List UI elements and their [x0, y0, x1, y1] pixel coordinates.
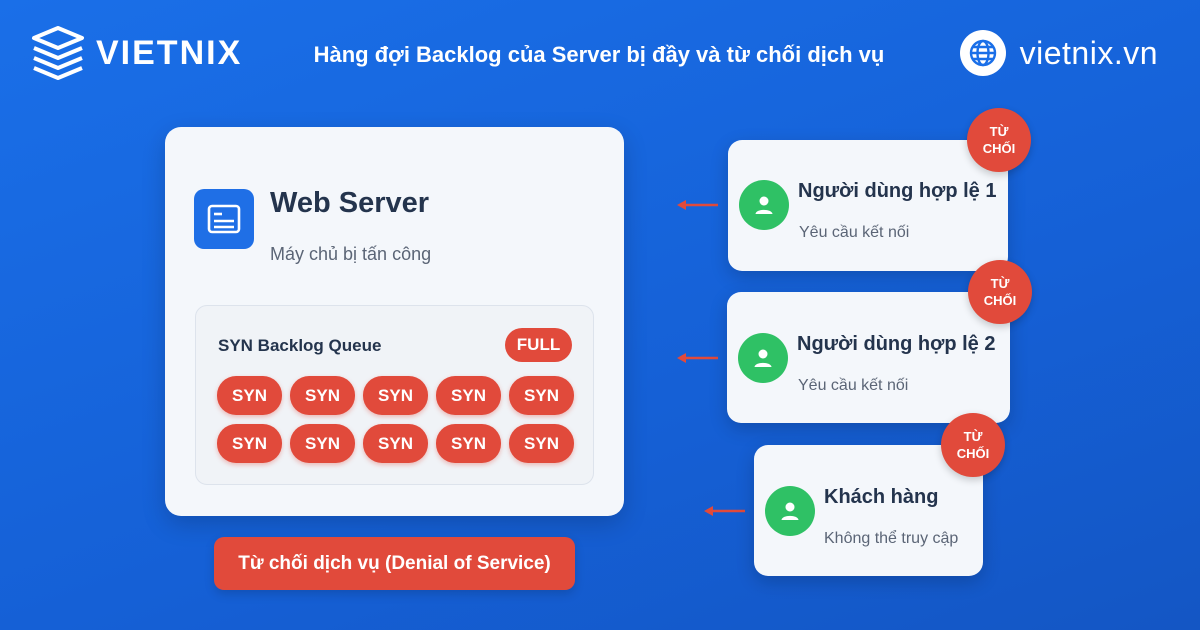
syn-packet: SYN: [290, 376, 355, 415]
syn-packet: SYN: [509, 376, 574, 415]
syn-packet: SYN: [363, 424, 428, 463]
user-card-2: Người dùng hợp lệ 2 Yêu cầu kết nối: [727, 292, 1010, 423]
site-url: vietnix.vn: [1019, 34, 1158, 71]
denial-of-service-label: Từ chối dịch vụ (Denial of Service): [214, 537, 575, 590]
arrow-left-icon: [704, 506, 745, 516]
syn-backlog-queue: SYN Backlog Queue FULL SYN SYN SYN SYN S…: [195, 305, 594, 485]
arrow-left-icon: [677, 200, 718, 210]
stacked-layers-icon: [32, 26, 84, 80]
site-link[interactable]: vietnix.vn: [959, 30, 1158, 76]
user-note: Không thể truy cập: [824, 530, 959, 547]
user-name: Khách hàng: [824, 486, 939, 508]
server-subtitle: Máy chủ bị tấn công: [270, 244, 432, 264]
syn-packet: SYN: [290, 424, 355, 463]
server-icon: [194, 189, 254, 249]
user-note: Yêu cầu kết nối: [798, 377, 909, 394]
syn-packet: SYN: [217, 376, 282, 415]
syn-packet: SYN: [509, 424, 574, 463]
user-note: Yêu cầu kết nối: [799, 224, 910, 241]
globe-icon: [959, 30, 1006, 76]
syn-grid: SYN SYN SYN SYN SYN SYN SYN SYN SYN SYN: [217, 376, 574, 463]
user-card-1: Người dùng hợp lệ 1 Yêu cầu kết nối: [728, 140, 1008, 271]
queue-title: SYN Backlog Queue: [218, 336, 382, 355]
brand-logo: VIETNIX: [30, 24, 242, 82]
syn-packet: SYN: [363, 376, 428, 415]
brand-name: VIETNIX: [96, 33, 243, 72]
user-icon: [738, 333, 788, 383]
syn-packet: SYN: [436, 376, 501, 415]
user-icon: [739, 180, 789, 230]
user-card-3: Khách hàng Không thể truy cập: [754, 445, 983, 576]
queue-status-badge: FULL: [505, 328, 572, 362]
arrow-left-icon: [677, 353, 718, 363]
page-title: Hàng đợi Backlog của Server bị đầy và từ…: [313, 42, 885, 67]
user-name: Người dùng hợp lệ 2: [797, 333, 996, 355]
server-title: Web Server: [270, 187, 430, 219]
web-server-card: Web Server Máy chủ bị tấn công SYN Backl…: [165, 127, 624, 516]
user-name: Người dùng hợp lệ 1: [798, 180, 997, 202]
user-icon: [765, 486, 815, 536]
syn-packet: SYN: [436, 424, 501, 463]
syn-packet: SYN: [217, 424, 282, 463]
